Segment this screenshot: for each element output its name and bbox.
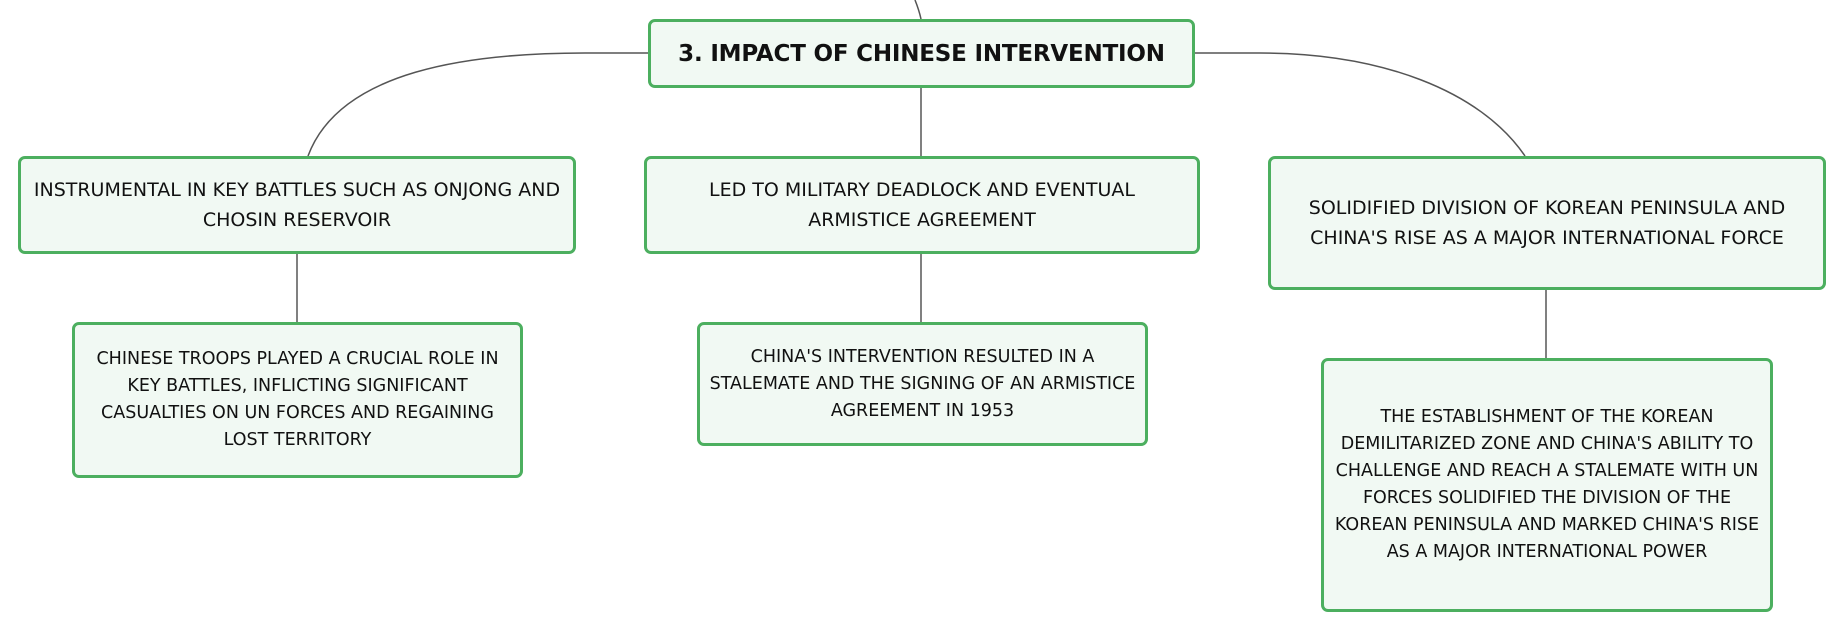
detail-topic-deadlock[interactable]: CHINA'S INTERVENTION RESULTED IN A STALE…	[697, 322, 1148, 446]
root-topic-label: 3. IMPACT OF CHINESE INTERVENTION	[678, 40, 1165, 67]
connector-root-to-branch-3	[1195, 52, 1526, 157]
detail-topic-division[interactable]: THE ESTABLISHMENT OF THE KOREAN DEMILITA…	[1321, 358, 1773, 612]
branch-topic-label: INSTRUMENTAL IN KEY BATTLES SUCH AS ONJO…	[33, 179, 561, 231]
root-topic-node[interactable]: 3. IMPACT OF CHINESE INTERVENTION	[648, 19, 1195, 88]
detail-topic-label: CHINESE TROOPS PLAYED A CRUCIAL ROLE IN …	[96, 349, 499, 450]
detail-topic-label: CHINA'S INTERVENTION RESULTED IN A STALE…	[709, 346, 1136, 421]
connector-root-to-branch-1	[307, 52, 648, 157]
branch-topic-battles[interactable]: INSTRUMENTAL IN KEY BATTLES SUCH AS ONJO…	[18, 156, 576, 254]
branch-topic-division[interactable]: SOLIDIFIED DIVISION OF KOREAN PENINSULA …	[1268, 156, 1826, 290]
branch-topic-label: SOLIDIFIED DIVISION OF KOREAN PENINSULA …	[1308, 197, 1786, 249]
branch-topic-label: LED TO MILITARY DEADLOCK AND EVENTUAL AR…	[709, 179, 1135, 231]
detail-topic-label: THE ESTABLISHMENT OF THE KOREAN DEMILITA…	[1334, 407, 1760, 562]
connector-parent-to-root	[914, 0, 922, 20]
detail-topic-battles[interactable]: CHINESE TROOPS PLAYED A CRUCIAL ROLE IN …	[72, 322, 523, 478]
branch-topic-deadlock[interactable]: LED TO MILITARY DEADLOCK AND EVENTUAL AR…	[644, 156, 1200, 254]
